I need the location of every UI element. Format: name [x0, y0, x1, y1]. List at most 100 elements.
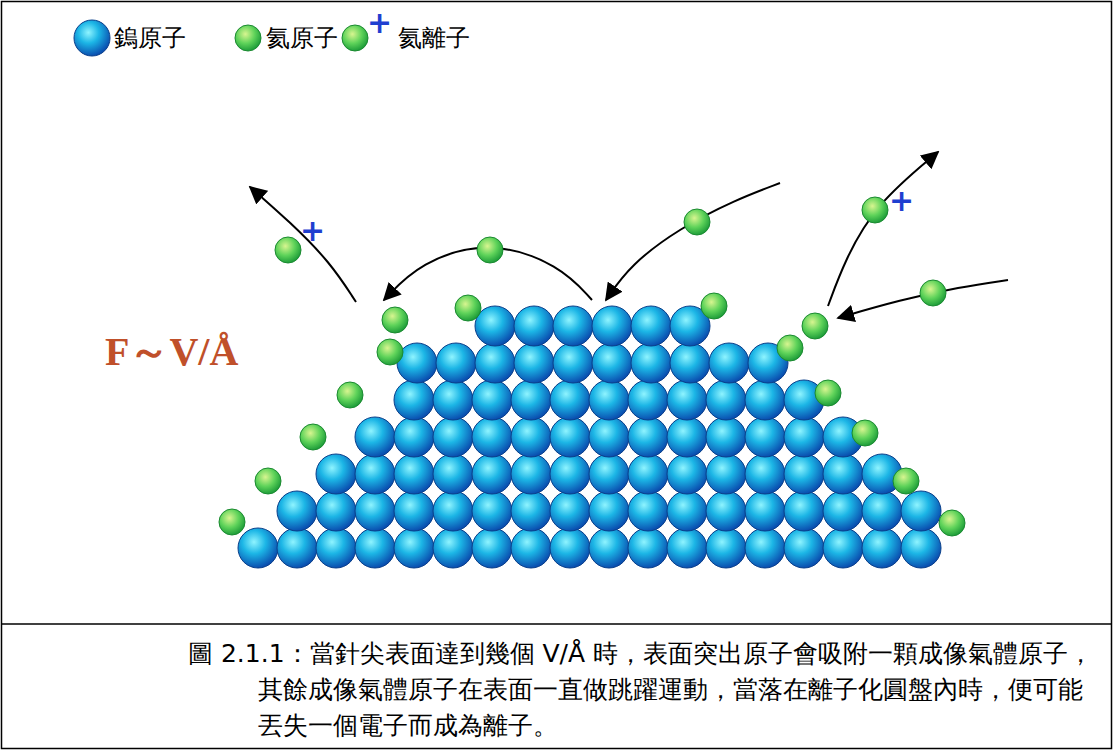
tungsten-atom: [784, 417, 824, 457]
figure-caption: 圖 2.1.1：當針尖表面達到幾個 V/Å 時，表面突出原子會吸附一顆成像氣體原…: [188, 636, 1100, 744]
helium-atom: [255, 468, 281, 494]
tungsten-atom: [553, 343, 593, 383]
tungsten-atom: [550, 454, 590, 494]
tungsten-atom: [472, 491, 512, 531]
tungsten-atom: [277, 528, 317, 568]
tungsten-atom: [355, 417, 395, 457]
tungsten-atom: [550, 417, 590, 457]
tungsten-atom: [745, 454, 785, 494]
helium-atom: [382, 307, 408, 333]
tungsten-atom: [589, 454, 629, 494]
tungsten-atom: [628, 380, 668, 420]
tungsten-atom: [472, 417, 512, 457]
tungsten-atom: [823, 491, 863, 531]
helium-atom: [939, 510, 965, 536]
tungsten-atom: [511, 491, 551, 531]
helium-atom: [455, 295, 481, 321]
helium-atom: [477, 237, 503, 263]
tungsten-atom: [745, 491, 785, 531]
tungsten-atom: [514, 306, 554, 346]
tungsten-atom: [628, 528, 668, 568]
tungsten-atom: [511, 454, 551, 494]
tungsten-atom: [667, 417, 707, 457]
tungsten-atom: [862, 491, 902, 531]
tungsten-atom: [550, 528, 590, 568]
tungsten-atom: [433, 454, 473, 494]
helium-atom: [920, 280, 946, 306]
tungsten-atom: [823, 528, 863, 568]
tungsten-atom: [592, 306, 632, 346]
tungsten-atom: [475, 306, 515, 346]
tungsten-atom: [784, 528, 824, 568]
helium-atom: [684, 209, 710, 235]
tungsten-atom: [745, 380, 785, 420]
tungsten-atom: [745, 417, 785, 457]
tungsten-atom: [550, 491, 590, 531]
tungsten-atom: [667, 491, 707, 531]
tungsten-atom: [706, 417, 746, 457]
helium-atom: [893, 468, 919, 494]
tungsten-atom: [709, 343, 749, 383]
tungsten-atom: [433, 417, 473, 457]
tungsten-atom: [706, 380, 746, 420]
tungsten-atom: [394, 528, 434, 568]
helium-atom: [275, 237, 301, 263]
tungsten-atom: [706, 491, 746, 531]
tungsten-atom: [862, 528, 902, 568]
tungsten-atom: [550, 380, 590, 420]
tungsten-atom: [667, 380, 707, 420]
helium-atom: [377, 339, 403, 365]
field-strength: F～V/Å: [105, 330, 238, 374]
tungsten-atom: [514, 343, 554, 383]
ion-charge: +: [889, 186, 914, 216]
tungsten-atom: [316, 454, 356, 494]
helium-atom: [862, 197, 888, 223]
tungsten-atom: [277, 491, 317, 531]
tungsten-atom: [706, 528, 746, 568]
legend-label: 氦原子: [266, 23, 338, 53]
tungsten-atom: [511, 417, 551, 457]
tungsten-atom: [784, 491, 824, 531]
tungsten-atom: [355, 454, 395, 494]
trajectory-arrow: [606, 183, 780, 300]
helium-atom: [852, 420, 878, 446]
tungsten-atom: [592, 343, 632, 383]
tungsten-atom: [823, 454, 863, 494]
tungsten-atom: [433, 491, 473, 531]
helium-atom: [337, 382, 363, 408]
helium-ion-swatch: [342, 25, 368, 51]
tungsten-atom: [628, 491, 668, 531]
tungsten-atom: [436, 343, 476, 383]
tungsten-atom: [670, 343, 710, 383]
tungsten-atom: [472, 454, 512, 494]
tungsten-atom: [631, 306, 671, 346]
tungsten-atom: [631, 343, 671, 383]
helium-atom: [701, 293, 727, 319]
tungsten-atom: [433, 380, 473, 420]
tungsten-atom: [475, 343, 515, 383]
helium-atom: [777, 335, 803, 361]
caption-divider: [2, 623, 1112, 625]
tungsten-atom: [784, 454, 824, 494]
tungsten-atom: [472, 380, 512, 420]
tungsten-atom: [511, 380, 551, 420]
tungsten-atom: [394, 380, 434, 420]
trajectory-arrow: [250, 187, 356, 302]
helium-atom: [219, 509, 245, 535]
trajectory-arrow: [828, 152, 938, 306]
tungsten-atom: [667, 454, 707, 494]
legend-label: 氦離子: [398, 23, 470, 53]
legend-label: 鎢原子: [114, 23, 186, 53]
tungsten-atom: [238, 528, 278, 568]
tungsten-atom: [355, 528, 395, 568]
tungsten-atom: [628, 417, 668, 457]
tungsten-atom: [316, 528, 356, 568]
tungsten-atom: [394, 491, 434, 531]
helium-atom: [300, 424, 326, 450]
tungsten-atom: [667, 528, 707, 568]
tungsten-atom: [355, 491, 395, 531]
tungsten-atom: [511, 528, 551, 568]
helium-atom: [802, 313, 828, 339]
